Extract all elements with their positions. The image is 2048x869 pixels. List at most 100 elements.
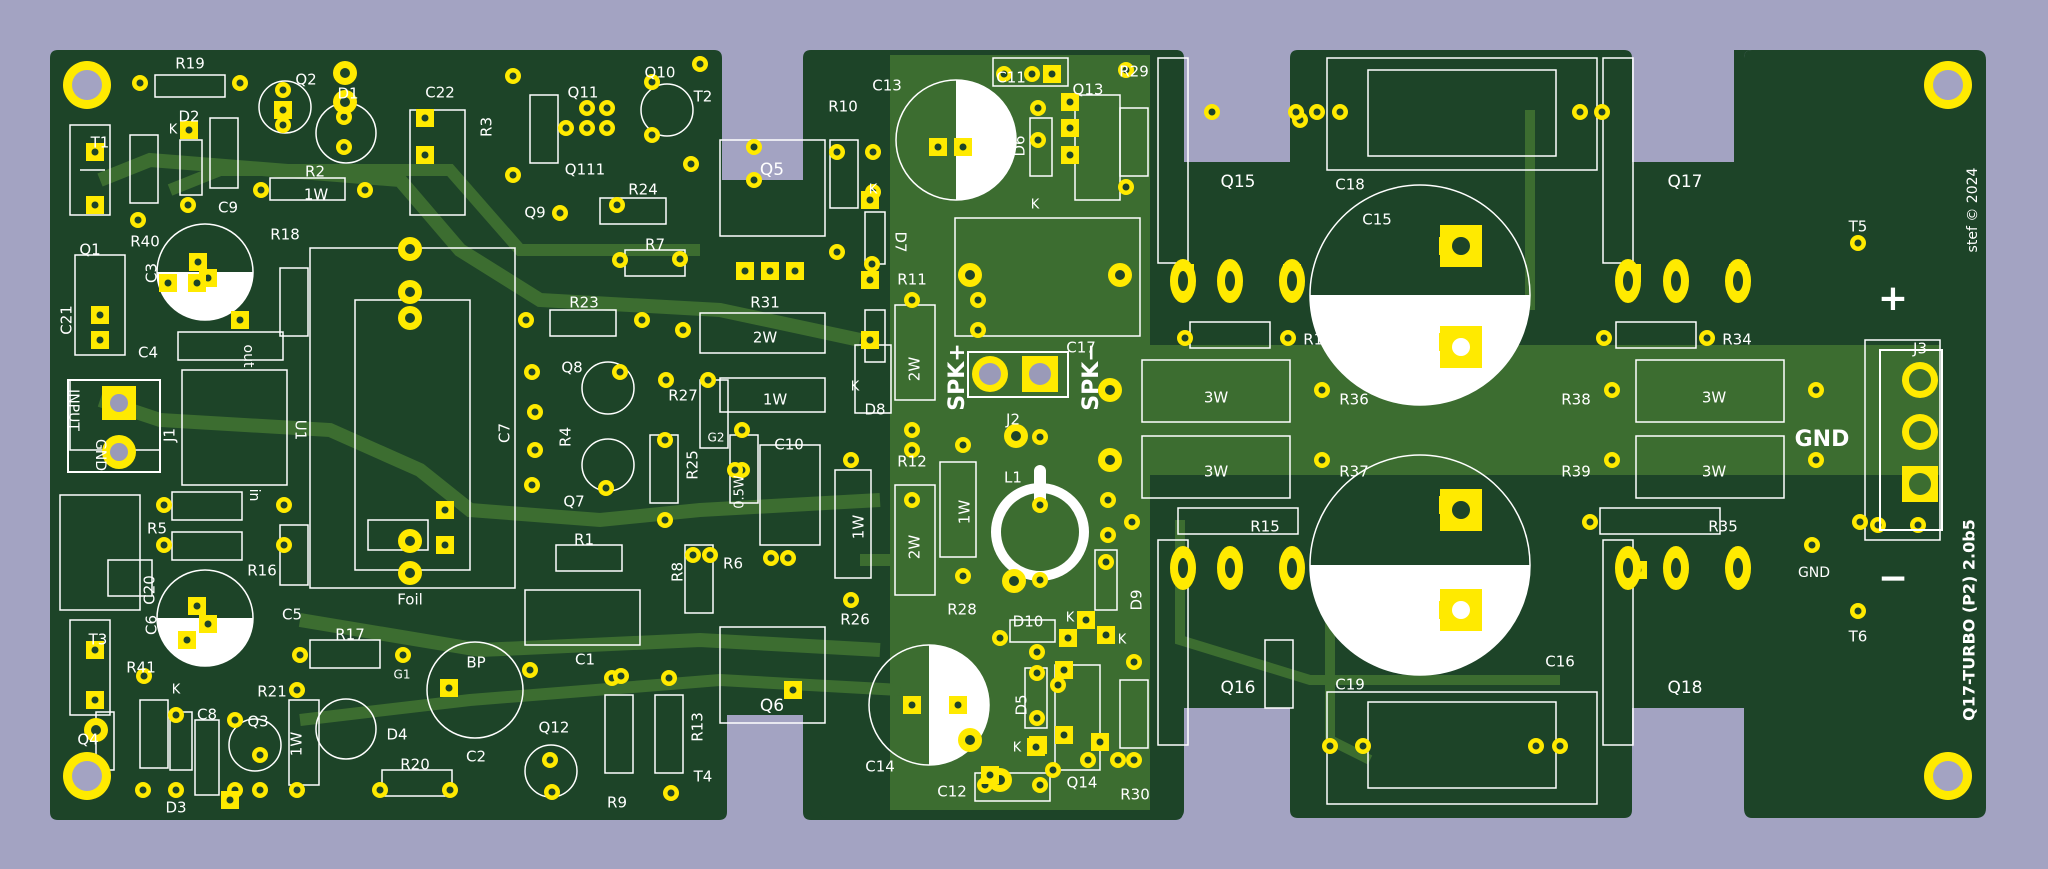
pad-drill [136, 79, 144, 87]
pad-drill [1703, 334, 1711, 342]
silk-label-k-131: K [1031, 198, 1040, 213]
pad-drill [1181, 334, 1189, 342]
silk-label-c15-18: C15 [1362, 211, 1392, 229]
silk-label-t6-69: T6 [1848, 628, 1868, 646]
silk-label-t5-19: T5 [1848, 218, 1868, 236]
pad-drill [257, 186, 265, 194]
pad-drill [562, 124, 570, 132]
pad-drill [1856, 518, 1864, 526]
pad-drill [847, 596, 855, 604]
pad-drill [1115, 270, 1125, 280]
pad-drill [1318, 386, 1326, 394]
pad-drill [959, 572, 967, 580]
silk-label-q12-86: Q12 [539, 719, 570, 737]
silk-label-gnd_small-118: GND [1798, 565, 1830, 581]
pad-drill [96, 311, 104, 319]
silk-label-q6-76: Q6 [760, 696, 784, 716]
silk-label-q7-56: Q7 [563, 493, 584, 511]
silk-label-r27-43: R27 [668, 387, 698, 405]
silk-label-foil-125: Foil [397, 591, 423, 609]
silk-label-g2-128: G2 [708, 431, 725, 445]
pad-drill [1292, 108, 1300, 116]
pad-drill [445, 684, 453, 692]
pad-drill [405, 244, 415, 254]
pad-drill [446, 786, 454, 794]
pad-drill [194, 258, 202, 266]
pad-drill [1671, 271, 1681, 291]
pad-drill [583, 124, 591, 132]
silk-label-r14-40: R14 [1303, 331, 1333, 349]
pad-drill [1049, 766, 1057, 774]
pad-drill [1586, 518, 1594, 526]
pad-drill [1066, 151, 1074, 159]
pad-drill [1130, 658, 1138, 666]
silk-label-in-124: in [246, 489, 262, 502]
silk-label-gnd_big-117: GND [1795, 427, 1850, 452]
pad-drill [522, 316, 530, 324]
pad-drill [662, 376, 670, 384]
pad-drill [204, 620, 212, 628]
pad-drill [1128, 518, 1136, 526]
pad-drill [908, 446, 916, 454]
silk-label-r24-32: R24 [628, 181, 658, 199]
silk-label-r20-95: R20 [400, 756, 430, 774]
j1-connector [67, 379, 161, 473]
pad-drill [687, 160, 695, 168]
pad-drill [1178, 558, 1188, 578]
pad-drill [1036, 576, 1044, 584]
pad-drill [405, 536, 415, 546]
pad-drill [1104, 531, 1112, 539]
silk-label-c20-60: C20 [141, 575, 159, 605]
silk-label-d1-2: D1 [337, 85, 358, 103]
pad-drill [1452, 501, 1470, 519]
pad-drill [1600, 334, 1608, 342]
silk-label-t3-75: T3 [88, 631, 108, 649]
pad-drill [556, 209, 564, 217]
pad-drill [531, 408, 539, 416]
pad-drill [908, 426, 916, 434]
pad-drill [1066, 98, 1074, 106]
pad-drill [279, 106, 287, 114]
pad-drill [293, 686, 301, 694]
pad-drill [833, 248, 841, 256]
pad-drill [1623, 271, 1633, 291]
silk-label-w3-104: 3W [1204, 389, 1229, 407]
pad-drill [279, 86, 287, 94]
pad-drill [767, 554, 775, 562]
pad-drill [847, 456, 855, 464]
silk-label-copyright-114: stef © 2024 [1965, 167, 1981, 252]
inductor-gap [1034, 465, 1046, 505]
silk-label-w1-100: 1W [304, 186, 329, 204]
pad-drill [974, 296, 982, 304]
pad-drill [139, 786, 147, 794]
pad-drill [293, 786, 301, 794]
pad-drill [959, 143, 967, 151]
pad-drill [1326, 742, 1334, 750]
pad-drill [160, 541, 168, 549]
silk-label-r15-66: R15 [1250, 518, 1280, 536]
pad-drill [603, 124, 611, 132]
silk-label-c8-81: C8 [197, 706, 217, 724]
silk-label-w2-103: 2W [906, 357, 924, 382]
pad-drill [134, 216, 142, 224]
pad-drill [236, 79, 244, 87]
silk-label-d6-14: D6 [1011, 135, 1029, 156]
silk-label-r6-57: R6 [723, 555, 743, 573]
silk-label-r3-4: R3 [478, 117, 496, 137]
silk-label-w3-106: 3W [1204, 463, 1229, 481]
pad-drill [528, 368, 536, 376]
pad-drill [616, 256, 624, 264]
pad-drill [1104, 496, 1112, 504]
pad-drill [1452, 237, 1470, 255]
silk-label-q5-8: Q5 [760, 160, 784, 180]
silk-label-c18-15: C18 [1335, 176, 1365, 194]
pad-drill [1033, 648, 1041, 656]
pad-drill [1105, 455, 1115, 465]
pad-drill [954, 701, 962, 709]
silk-label-r12-52: R12 [897, 453, 927, 471]
silk-label-r17-74: R17 [335, 626, 365, 644]
silk-label-k-130: K [869, 183, 878, 198]
pad-drill [1032, 743, 1040, 751]
